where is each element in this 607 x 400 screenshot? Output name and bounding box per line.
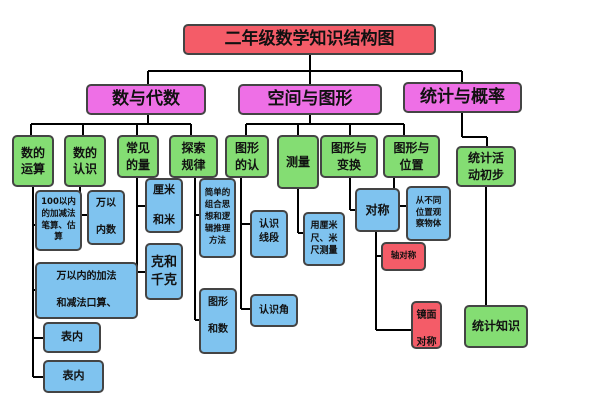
topic-number-cognition: 数的 认识 — [64, 135, 106, 187]
leaf-cm-m: 厘米 和米 — [145, 178, 183, 233]
topic-shape-recognition: 图形 的认 — [225, 135, 269, 178]
topic-shape-position: 图形与 位置 — [383, 135, 440, 178]
topic-statistics-activity: 统计活 动初步 — [456, 146, 516, 187]
leaf-add-sub-10000: 万以内的加法 和减法口算、 — [35, 262, 138, 319]
leaf-shape-number: 图形 和数 — [199, 288, 237, 354]
leaf-add-sub-100: 100以内 的加减法 笔算、估 算 — [35, 190, 82, 251]
topic-common-measures: 常见 的量 — [117, 135, 159, 178]
leaf-recognize-line: 认识 线段 — [250, 210, 288, 258]
topic-explore-rules: 探索 规律 — [169, 135, 218, 178]
diagram-title: 二年级数学知识结构图 — [183, 24, 436, 55]
leaf-simple-combination: 简单的 组合思 想和逻 辑推理 方法 — [199, 178, 236, 258]
leaf-within-10000: 万以 内数 — [87, 190, 125, 245]
leaf-mirror-symmetry: 镜面 对称 — [411, 301, 442, 349]
leaf-symmetry: 对称 — [355, 188, 400, 232]
leaf-measure-with-rulers: 用厘米 尺、米 尺测量 — [303, 212, 345, 266]
category-number-algebra: 数与代数 — [86, 84, 206, 115]
leaf-recognize-angle: 认识角 — [250, 294, 298, 327]
category-statistics: 统计与概率 — [403, 82, 522, 113]
topic-number-operations: 数的 运算 — [12, 135, 54, 187]
leaf-observe-objects: 从不同 位置观 察物体 — [406, 186, 451, 241]
category-space-shape: 空间与图形 — [238, 84, 382, 115]
leaf-table-2: 表内 — [43, 360, 104, 393]
topic-measurement: 测量 — [277, 135, 319, 189]
topic-shape-transformation: 图形与 变换 — [320, 135, 378, 178]
leaf-axis-symmetry: 轴对称 — [381, 242, 426, 271]
leaf-g-kg: 克和 千克 — [145, 243, 183, 300]
leaf-stats-knowledge: 统计知识 — [464, 305, 528, 348]
leaf-table-1: 表内 — [43, 322, 101, 353]
